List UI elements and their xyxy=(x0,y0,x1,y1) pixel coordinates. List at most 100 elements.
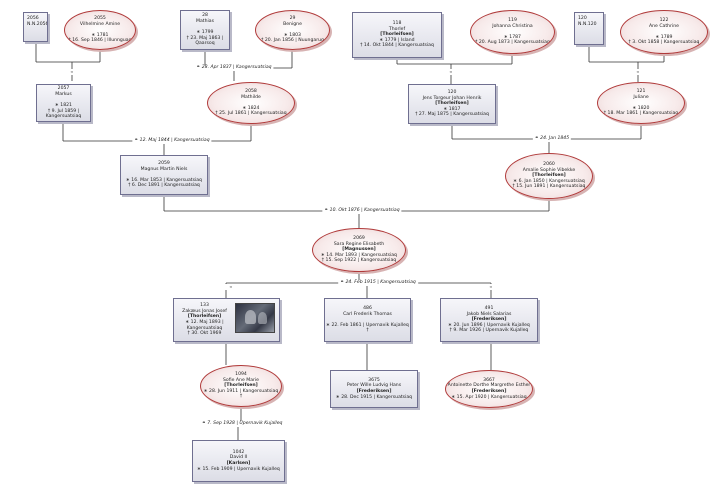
person-event: † 16. Sep 1846 | Illunnguaq xyxy=(68,38,132,44)
person-name: Carl Frederik Thomas xyxy=(343,311,392,317)
person-event: † xyxy=(239,394,243,400)
person-id: 486 xyxy=(363,306,372,312)
person-event: † 18. Mar 1861 | Kangersuatsiaq xyxy=(603,111,679,117)
person-event: ∗ 20. Jun 1896 | Upernavik Kujalleq xyxy=(448,322,530,328)
person-event: † 15. Sep 1922 | Kangersuatsiaq xyxy=(321,258,397,264)
person-name: Benigne xyxy=(283,21,302,27)
person-id: 2055 xyxy=(94,16,106,22)
marriage-label: ⚭ 28. Apr 1837 | Kangersuatsiaq xyxy=(194,65,274,71)
person-name: Sofie Ane Marie xyxy=(222,377,260,383)
person-id: 491 xyxy=(484,306,494,312)
person-event: † xyxy=(366,328,369,334)
person-event: ∗ 1817 xyxy=(443,106,461,112)
person-event: † 6. Dec 1891 | Kangersuatsiaq xyxy=(128,183,200,189)
person-id: 29 xyxy=(289,16,296,22)
person-name: Mathilde xyxy=(241,94,261,100)
person-event: ∗ 14. Mar 1893 | Kangersuatsiaq xyxy=(321,252,397,258)
person-event: † 27. Maj 1875 | Kangersuatsiaq xyxy=(415,112,489,118)
person-event: ∗ 1820 xyxy=(632,105,650,111)
person-id: 3675 xyxy=(368,377,380,383)
person-event: ∗ 28. Jun 1911 | Kangersuatsiaq xyxy=(203,388,279,394)
photo-figure xyxy=(245,310,256,324)
marriage-hub: ∞ xyxy=(66,69,78,75)
person-event: † 23. Maj 1863 | Qaarsoq xyxy=(186,35,224,47)
person-event: ∗ 1803 xyxy=(283,32,301,38)
marriage-label: ⚭ 12. Maj 1844 | Kangersuatsiaq xyxy=(132,138,212,144)
person-event: ∗ 12. Maj 1893 | Kangersuatsiaq xyxy=(185,320,224,331)
person-id: 120 xyxy=(578,16,587,21)
person-id: 121 xyxy=(636,89,646,95)
person-name: Jens Torgeur Johan Henrik xyxy=(422,95,482,101)
person-event: ∗ 1799 xyxy=(196,30,214,35)
person-id: 120 xyxy=(447,90,457,96)
person-name: Peter Wille Ludvig Hans xyxy=(346,383,402,389)
person-event: ∗ 1779 | Island xyxy=(379,37,415,43)
marriage-label: ⚭ 10. Okt 1876 | Kangersuatsiaq xyxy=(322,208,402,214)
person-id: 1094 xyxy=(235,372,247,378)
person-name: Ane Cathrine xyxy=(649,23,679,29)
marriage-label: ⚭ 7. Sep 1928 | Upernavik Kujalleq xyxy=(200,421,285,427)
person-id: 119 xyxy=(508,18,517,24)
person-name: Thorlef xyxy=(388,26,406,32)
person-surname: [Karlsen] xyxy=(226,461,251,466)
person-id: 118 xyxy=(392,21,402,27)
person-event: † 25. Jul 1861 | Kangersuatsiaq xyxy=(215,111,287,117)
person-surname: [Frederiksen] xyxy=(356,389,392,394)
person-id: 1042 xyxy=(232,449,245,455)
person-name: Jakob Niels Salarias xyxy=(466,311,512,317)
person-surname: [Thorleifsen] xyxy=(380,32,414,38)
person-name: N.N.2056 xyxy=(27,21,48,27)
person-photo[interactable] xyxy=(235,303,275,333)
person-id: 133 xyxy=(200,303,209,309)
person-name: Sara Regine Elisabeth xyxy=(333,241,385,247)
person-event: ∗ 1824 xyxy=(242,105,260,111)
person-name: Zakæus Jonas Josef xyxy=(182,308,227,314)
person-name: Magnus Martin Niels xyxy=(140,166,188,172)
marriage-hub: ∞ xyxy=(225,284,237,290)
person-id: 122 xyxy=(659,18,669,24)
person-event: ∗ 15. Apr 1920 | Kangersuatsiaq xyxy=(451,394,527,400)
person-surname: [Thorleifsen] xyxy=(224,383,258,389)
person-id: 28 xyxy=(202,13,208,19)
person-event: † 30. Okt 1969 xyxy=(187,331,222,337)
person-event: ∗ 1787 xyxy=(503,34,521,40)
person-surname: [Magnussen] xyxy=(342,247,376,253)
person-id: 2058 xyxy=(245,89,257,95)
person-id: 3667 xyxy=(483,377,495,383)
person-event: † 20. Aug 1873 | Kangersuatsiaq xyxy=(475,40,550,46)
person-event: † 9. Mar 1926 | Upernavik Kujalleq xyxy=(449,328,529,334)
person-id: 2056 xyxy=(27,16,39,21)
marriage-hub: ∞ xyxy=(485,284,497,290)
person-surname: [Thorleifsen] xyxy=(187,314,222,320)
person-event: ∗ 28. Dec 1915 | Kangersuatsiaq xyxy=(335,394,413,400)
person-event: ∗ 1781 xyxy=(91,32,109,38)
person-event: † 15. Jun 1891 | Kangersuatsiaq xyxy=(512,184,586,190)
person-event: ∗ 1789 xyxy=(655,34,673,40)
marriage-label: ⚭ 24. Jan 1845 xyxy=(532,136,572,142)
person-event: ∗ 15. Feb 1909 | Upernavik Kujalleq xyxy=(197,466,280,472)
person-surname: [Frederiksen] xyxy=(471,389,507,394)
